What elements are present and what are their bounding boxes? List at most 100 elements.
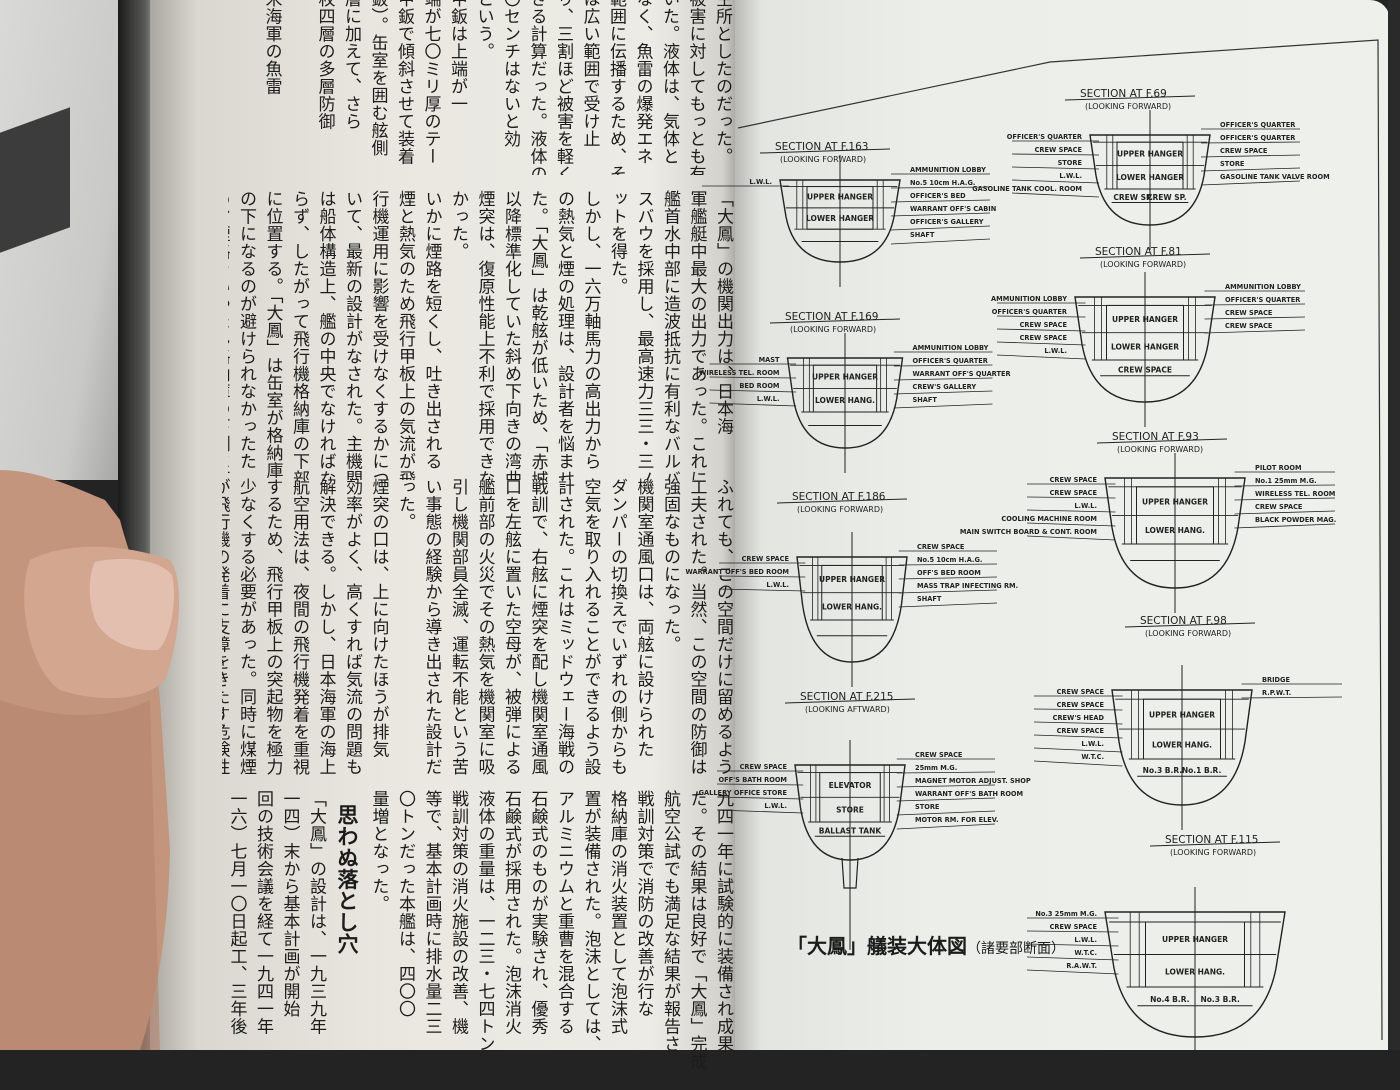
callout-line	[1026, 969, 1119, 975]
text-column: 一四）末から基本計画が開始	[279, 790, 300, 1018]
section-subtitle: (LOOKING FORWARD)	[780, 155, 866, 164]
callout-label: CREW'S GALLERY	[913, 383, 977, 391]
compartment-label: UPPER HANGER	[812, 373, 878, 382]
callout-line	[1011, 192, 1100, 198]
text-column: 石鹸式のものが実験され、優秀	[527, 790, 548, 1035]
section-subtitle: (LOOKING FORWARD)	[1085, 102, 1171, 111]
text-column: タンクの間は空所としたのだった。	[712, 0, 732, 165]
callout-label: GALLERY OFFICE STORE	[699, 789, 788, 797]
callout-line	[996, 354, 1086, 360]
text-column: 石鹸式が採用された。泡沫消火	[501, 790, 521, 1035]
callout-label: WIRELESS TEL. ROOM	[699, 369, 779, 377]
callout-line	[1011, 153, 1100, 156]
text-column: の下になるのが避けられなかったた	[236, 190, 256, 470]
callout-label: COOLING MACHINE ROOM	[1001, 515, 1097, 523]
caption-main: 「大鳳」艤装大体図	[787, 934, 967, 958]
callout-label: L.W.L.	[757, 395, 780, 403]
hangar-box	[1136, 486, 1214, 545]
callout-line	[1033, 747, 1123, 753]
callout-label: AMMUNITION LOBBY	[1225, 283, 1301, 291]
text-column: 引し機関部員全滅、運転不能という苦	[448, 478, 468, 776]
text-column: 〇〇ミリ、下端が七〇ミリ厚のテー	[420, 0, 441, 165]
compartment-label: LOWER HANG.	[1145, 526, 1205, 535]
text-column: 九四一年に試験的に装備され成果	[713, 790, 733, 1053]
text-column: 艦首水中部に造波抵抗に有利なバルバ	[660, 190, 680, 480]
hangar-box	[1145, 921, 1245, 988]
hangar-box	[812, 364, 878, 413]
text-column: ダンパーの切換えでいずれの側からも	[607, 478, 627, 776]
callout-label: No.3 25mm M.G.	[1035, 910, 1097, 918]
text-column: 戦訓で、右舷に煙突を配し機関室通風	[527, 478, 548, 776]
callout-label: STORE	[915, 803, 940, 811]
text-column: 効率がよく、高くすれば気流の問題も	[342, 478, 362, 776]
text-block: ふれても、この空間だけに留めるよう工夫された。当然、この空間の防御は強固なものに…	[222, 478, 736, 798]
callout-label: 25mm M.G.	[915, 764, 957, 772]
text-column: 水線下の舷側甲鈑は上端が一	[444, 0, 471, 175]
callout-label: CREW SPACE	[742, 555, 790, 563]
text-column: スバウを採用し、最高速力三三・三ノ	[633, 190, 654, 480]
callout-label: OFF'S BATH ROOM	[719, 776, 787, 784]
callout-line	[1026, 930, 1119, 933]
callout-label: CREW SPACE	[1050, 476, 1098, 484]
callout-label: CREW'S HEAD	[1053, 714, 1105, 722]
callout-label: L.W.L.	[766, 581, 789, 589]
callout-label: MASS TRAP INFECTING RM.	[917, 582, 1018, 590]
text-column: 行機運用に影響を受けなくするかにつ	[368, 190, 389, 480]
text-column: の熱気と煙の処理は、設計者を悩ませ	[554, 190, 574, 480]
callout-line	[893, 403, 993, 409]
text-column: しかし、一六万軸馬力の高出力から	[580, 190, 601, 470]
callout-line	[1026, 943, 1119, 947]
text-column: した（傾斜甲鈑）。缶室を囲む舷側	[367, 0, 388, 157]
callout-line	[1200, 167, 1301, 172]
callout-line	[896, 784, 996, 788]
text-column: た。「大鳳」は乾舷が低いため、「赤城」	[527, 190, 548, 480]
callout-label: CREW SPACE	[1057, 701, 1105, 709]
compartment-label: UPPER HANGER	[1117, 150, 1183, 159]
text-column: 回の技術会議を経て一九四一年	[253, 790, 273, 1035]
section-title: SECTION AT F.98	[1140, 615, 1227, 627]
callout-label: CREW SPACE	[1035, 146, 1083, 154]
callout-line	[1033, 734, 1123, 739]
compartment-label: UPPER HANGER	[819, 575, 885, 584]
text-column: 航空用法は、夜間の飛行機発着を重視	[289, 478, 309, 776]
callout-line	[1204, 329, 1306, 334]
callout-label: SHAFT	[913, 396, 938, 404]
title-underline	[784, 698, 916, 704]
callout-label: OFFICER'S QUARTER	[1007, 133, 1082, 141]
hangar-box	[819, 772, 881, 823]
title-underline	[1124, 622, 1256, 628]
title-underline	[759, 148, 891, 154]
callout-line	[1033, 708, 1123, 711]
callout-label: CREW SPACE	[915, 751, 963, 759]
compartment-label: No.1 B.R.	[1182, 766, 1222, 775]
text-column: 計された。これはミッドウェー海戦の	[554, 478, 574, 776]
callout-line	[718, 575, 806, 578]
compartment-label: LOWER HANGER	[1116, 173, 1184, 182]
section-subtitle: (LOOKING FORWARD)	[797, 505, 883, 514]
text-column: 以降標準化していた斜め下向きの湾曲	[501, 190, 521, 480]
compartment-label: UPPER HANGER	[1149, 711, 1215, 720]
text-column: に設け合計五枚四層の多層防御	[314, 0, 335, 130]
callout-label: BED ROOM	[739, 382, 779, 390]
ship-section-diagram: SECTION AT F.163(LOOKING FORWARD)UPPER H…	[686, 39, 1383, 1041]
callout-label: BRIDGE	[1262, 676, 1290, 684]
section-subtitle: (LOOKING FORWARD)	[1117, 445, 1203, 454]
thumbnail	[89, 558, 175, 651]
text-column: らず、したがって飛行機格納庫の下部	[289, 190, 309, 480]
callout-label: OFFICER'S QUARTER	[1220, 134, 1295, 142]
section-heading: 思わぬ落とし穴	[335, 804, 359, 955]
callout-line	[1026, 509, 1116, 513]
callout-label: WARRANT OFF'S BED ROOM	[686, 568, 789, 576]
text-column: 戦訓対策の消火施設の改善、機	[448, 790, 468, 1035]
compartment-label: No.3 B.R.	[1200, 995, 1240, 1004]
text-column: いて、最新の設計がなされた。主機関	[342, 190, 362, 480]
callout-label: L.W.L.	[764, 802, 787, 810]
right-page	[735, 0, 1390, 1050]
callout-line	[1026, 522, 1116, 527]
callout-label: OFFICER'S QUARTER	[1220, 121, 1295, 129]
text-column: が飛行機の発着に支障をきたす危険性	[222, 478, 230, 776]
callout-line	[716, 809, 804, 814]
callout-line	[1234, 484, 1336, 487]
text-column: 空気を取り入れることができるよう設	[580, 478, 601, 776]
text-column: 煙と熱気のため飛行甲板上の気流が飛	[395, 190, 415, 480]
